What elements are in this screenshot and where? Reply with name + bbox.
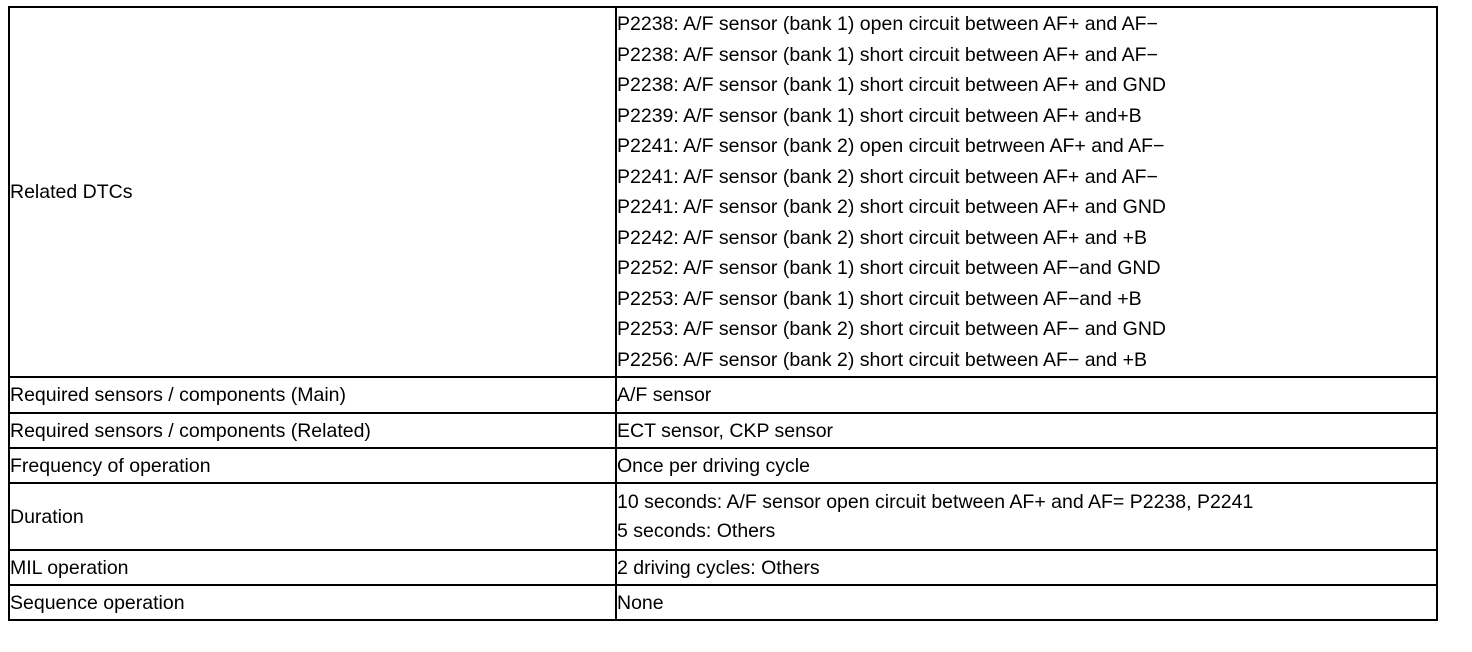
table-row: Required sensors / components (Related) … [8,412,1438,449]
table-row: Duration 10 seconds: A/F sensor open cir… [8,482,1438,551]
value-text: 5 seconds: Others [617,519,776,542]
dtc-list-item: P2241: A/F sensor (bank 2) short circuit… [617,165,1158,188]
dtc-list-item: P2241: A/F sensor (bank 2) open circuit … [617,135,1165,157]
dtc-list-item: P2242: A/F sensor (bank 2) short circuit… [617,226,1148,249]
row-value-related-dtcs: P2238: A/F sensor (bank 1) open circuit … [615,6,1438,378]
label-text: Sequence operation [10,591,185,614]
dtc-list-item: P2238: A/F sensor (bank 1) short circuit… [617,74,1166,96]
row-value-mil-operation: 2 driving cycles: Others [615,549,1438,586]
dtc-list-item: P2239: A/F sensor (bank 1) short circuit… [617,104,1142,127]
row-label-sequence-operation: Sequence operation [8,584,617,621]
table-row: Sequence operation None [8,584,1438,621]
row-label-mil-operation: MIL operation [8,549,617,586]
row-label-duration: Duration [8,482,617,551]
row-label-related-dtcs: Related DTCs [8,6,617,378]
dtc-list-item: P2256: A/F sensor (bank 2) short circuit… [617,348,1148,371]
dtc-list-item: P2238: A/F sensor (bank 1) open circuit … [617,13,1158,35]
row-value-duration: 10 seconds: A/F sensor open circuit betw… [615,482,1438,551]
row-value-sequence-operation: None [615,584,1438,621]
value-text: Once per driving cycle [617,454,810,477]
row-value-frequency-of-operation: Once per driving cycle [615,447,1438,484]
row-label-frequency-of-operation: Frequency of operation [8,447,617,484]
row-label-required-sensors-main: Required sensors / components (Main) [8,376,617,414]
value-text: 2 driving cycles: Others [617,556,820,579]
row-label-required-sensors-related: Required sensors / components (Related) [8,412,617,449]
label-text: MIL operation [10,556,129,579]
dtc-specification-table: Related DTCs P2238: A/F sensor (bank 1) … [8,6,1438,621]
label-text: Duration [10,505,84,528]
dtc-list-item: P2252: A/F sensor (bank 1) short circuit… [617,257,1161,279]
table-row: Required sensors / components (Main) A/F… [8,376,1438,414]
value-text: A/F sensor [617,384,712,406]
table-body: Related DTCs P2238: A/F sensor (bank 1) … [8,6,1438,621]
table-row: Frequency of operation Once per driving … [8,447,1438,484]
dtc-list-item: P2253: A/F sensor (bank 2) short circuit… [617,318,1166,340]
row-value-required-sensors-related: ECT sensor, CKP sensor [615,412,1438,449]
label-text: Required sensors / components (Related) [10,419,371,442]
dtc-list-item: P2241: A/F sensor (bank 2) short circuit… [617,196,1166,218]
value-text: 10 seconds: A/F sensor open circuit betw… [617,490,1254,513]
table-row: Related DTCs P2238: A/F sensor (bank 1) … [8,6,1438,378]
label-text: Required sensors / components (Main) [10,384,346,406]
row-value-required-sensors-main: A/F sensor [615,376,1438,414]
dtc-list-item: P2238: A/F sensor (bank 1) short circuit… [617,43,1158,66]
value-text: None [617,591,664,614]
label-text: Related DTCs [10,181,133,203]
value-text: ECT sensor, CKP sensor [617,419,834,442]
table-row: MIL operation 2 driving cycles: Others [8,549,1438,586]
dtc-list-item: P2253: A/F sensor (bank 1) short circuit… [617,287,1142,310]
label-text: Frequency of operation [10,454,211,477]
